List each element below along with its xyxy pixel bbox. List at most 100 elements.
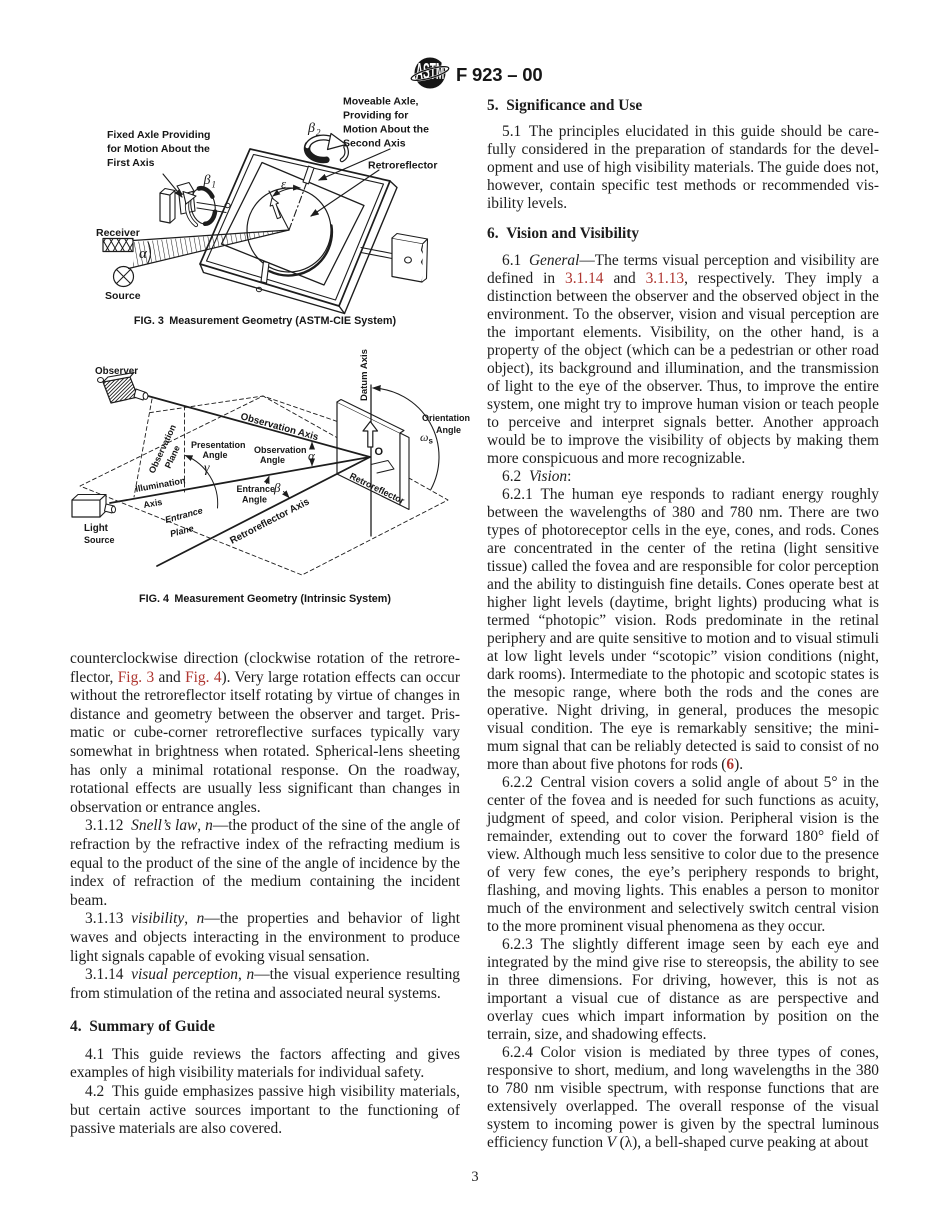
text-line: visual condition. The eye is remarkably … xyxy=(487,720,879,738)
fig3-symbol-alpha: α xyxy=(139,246,148,262)
fig4-symbol-omega: ω xyxy=(420,430,428,444)
fig4-label-entrance-plane: Entrance xyxy=(164,505,204,525)
text-line: and the ability to distinguish fine deta… xyxy=(487,576,879,594)
text-line: 3.1.13 visibility, n—the properties and … xyxy=(85,910,460,928)
text-line: matic or cube-corner retroreflective sur… xyxy=(70,724,460,742)
text-line: however, contain specific test methods o… xyxy=(487,176,879,194)
text-line: observation or entrance angles. xyxy=(70,798,261,816)
svg-text:Angle: Angle xyxy=(203,450,228,460)
text-line: center of the fovea and is needed for su… xyxy=(487,792,879,810)
fig3-symbol-beta1: β xyxy=(203,173,211,188)
text-line: but certain active sources important to … xyxy=(70,1101,460,1119)
fig3-symbol-epsilon: ε xyxy=(281,176,287,191)
text-line: distinction between the observer and the… xyxy=(487,288,879,306)
document-code: F 923 – 00 xyxy=(456,64,543,85)
text-line: at low light levels under “scotopic” vis… xyxy=(487,648,879,666)
text-line: operative. Night driving, in general, pr… xyxy=(487,702,879,720)
svg-text:Angle: Angle xyxy=(436,425,461,435)
emphasis-text: V xyxy=(606,1134,617,1152)
fig3-label-fixed-axle: Fixed Axle Providing xyxy=(107,129,210,141)
emphasis-text: n xyxy=(205,817,213,835)
svg-text:s: s xyxy=(429,437,434,446)
text-line: more than about five photons for rods (6… xyxy=(487,756,744,774)
cross-reference-link[interactable]: Fig. 3 xyxy=(117,668,155,686)
text-line: 4.2 This guide emphasizes passive high v… xyxy=(85,1082,460,1100)
text-line: in three dimensions. For driving, howeve… xyxy=(487,972,879,990)
fig4-label-observation-axis: Observation Axis xyxy=(239,411,320,443)
fig4-label-observer: Observer xyxy=(95,366,138,377)
text-line: 3.1.12 Snell’s law, n—the product of the… xyxy=(85,817,460,835)
cross-reference-link[interactable]: 3.1.14 xyxy=(565,270,604,288)
text-line: 6.1 General—The terms visual perception … xyxy=(502,252,879,270)
text-line: flashing, and moving lights. This enable… xyxy=(487,882,879,900)
text-line: from stimulation of the retina and assoc… xyxy=(70,984,441,1002)
right-column: 5. Significance and Use 5.1 The principle… xyxy=(487,97,879,1152)
svg-text:2: 2 xyxy=(316,128,321,138)
text-line: 6.2.2 Central vision covers a solid angl… xyxy=(502,774,879,792)
svg-text:for Motion About the: for Motion About the xyxy=(107,143,210,155)
text-line: terrain, size, and shadowing effects. xyxy=(487,1026,707,1044)
fig4-symbol-beta: β xyxy=(273,480,281,495)
figure-3-caption: FIG. 3 Measurement Geometry (ASTM-CIE Sy… xyxy=(133,315,397,327)
text-line: overlay cues which impart information by… xyxy=(487,1008,879,1026)
cross-reference-link[interactable]: Fig. 4 xyxy=(185,668,222,686)
svg-text:1: 1 xyxy=(212,180,217,190)
section-heading: 4. Summary of Guide xyxy=(70,1018,215,1036)
svg-text:Angle: Angle xyxy=(242,495,267,505)
cross-reference-link[interactable]: 3.1.13 xyxy=(645,270,685,288)
fig4-label-presentation-angle: Presentation xyxy=(191,440,246,450)
text-line: rotational effects are usually less sign… xyxy=(70,780,460,798)
fig4-symbol-gamma: γ xyxy=(204,461,210,476)
fig3-label-receiver: Receiver xyxy=(96,227,140,239)
text-line: 6.2.3 The slightly different image seen … xyxy=(502,936,879,954)
text-line: property of the object (which can be a p… xyxy=(487,342,879,360)
text-line: to perceive and interpret signals better… xyxy=(487,414,879,432)
text-line: examples of high visibility materials fo… xyxy=(70,1064,425,1082)
text-line: counterclockwise direction (clockwise ro… xyxy=(70,650,460,667)
text-line: much of the environment and selectively … xyxy=(487,900,879,918)
emphasis-text: Snell’s law xyxy=(131,817,198,835)
text-line: equal to the product of the sine of the … xyxy=(70,854,460,872)
fig4-label-light-source: Light xyxy=(84,523,109,534)
fig4-label-retroreflector-axis: Retroreflector Axis xyxy=(228,496,311,547)
text-line: 5.1 The principles elucidated in this gu… xyxy=(502,122,879,140)
fig3-label-retroreflector: Retroreflector xyxy=(368,160,437,172)
text-line: dark rooms). Intermediate to the photopi… xyxy=(487,666,879,684)
text-line: efficiency function V (λ), a bell-shaped… xyxy=(487,1134,869,1152)
svg-text:First Axis: First Axis xyxy=(107,157,155,169)
text-line: termed “photopic” vision. Rods predomina… xyxy=(487,612,879,630)
text-line: would be to improve the visibility of ob… xyxy=(487,432,879,450)
fig4-label-datum-axis: Datum Axis xyxy=(359,349,370,401)
astm-logo: ASTM xyxy=(410,57,450,89)
text-line: passive materials are also covered. xyxy=(70,1120,283,1138)
text-line: beam. xyxy=(70,891,108,909)
text-line: 6.2.1 The human eye responds to radiant … xyxy=(502,486,879,504)
text-line: object), its background and illumination… xyxy=(487,360,879,378)
text-line: 4.1 This guide reviews the factors affec… xyxy=(85,1045,460,1063)
fig4-label-orientation-angle: Orientation xyxy=(422,413,470,423)
text-line: environment. To the observer, vision and… xyxy=(487,306,879,324)
text-line: 3.1.14 visual perception, n—the visual e… xyxy=(85,966,460,984)
fig4-label-entrance-angle: Entrance xyxy=(237,484,276,494)
fig4-symbol-alpha: α xyxy=(308,448,316,463)
text-line: between the wavelengths of 380 and 780 n… xyxy=(487,504,879,522)
text-line: remainder, extending out to cover the fo… xyxy=(487,828,879,846)
section-heading: 5. Significance and Use xyxy=(487,97,643,114)
svg-text:Axis: Axis xyxy=(143,497,163,510)
fig3-label-source: Source xyxy=(105,290,141,302)
cross-reference-link[interactable]: 6 xyxy=(726,756,735,774)
text-line: index of refraction of the medium contai… xyxy=(70,873,460,891)
page-number: 3 xyxy=(471,1169,479,1185)
emphasis-text: n xyxy=(196,910,205,928)
text-line: ibility levels. xyxy=(487,194,568,212)
text-line: important a visual cue of distance as ar… xyxy=(487,990,879,1008)
text-line: waves and objects interacting in the env… xyxy=(70,928,460,946)
fig4-label-observation-angle: Observation xyxy=(254,445,307,455)
text-line: of very few cones, the eye’s periphery r… xyxy=(487,864,879,882)
text-line: 6.2.4 Color vision is mediated by three … xyxy=(502,1044,879,1062)
text-line: light signals capable of evoking visual … xyxy=(70,947,370,965)
text-line: refraction by the refractive index of th… xyxy=(70,835,460,853)
text-line: fully considered in the preparation of s… xyxy=(487,140,879,158)
text-line: higher light levels (daytime, bright lig… xyxy=(487,594,879,612)
